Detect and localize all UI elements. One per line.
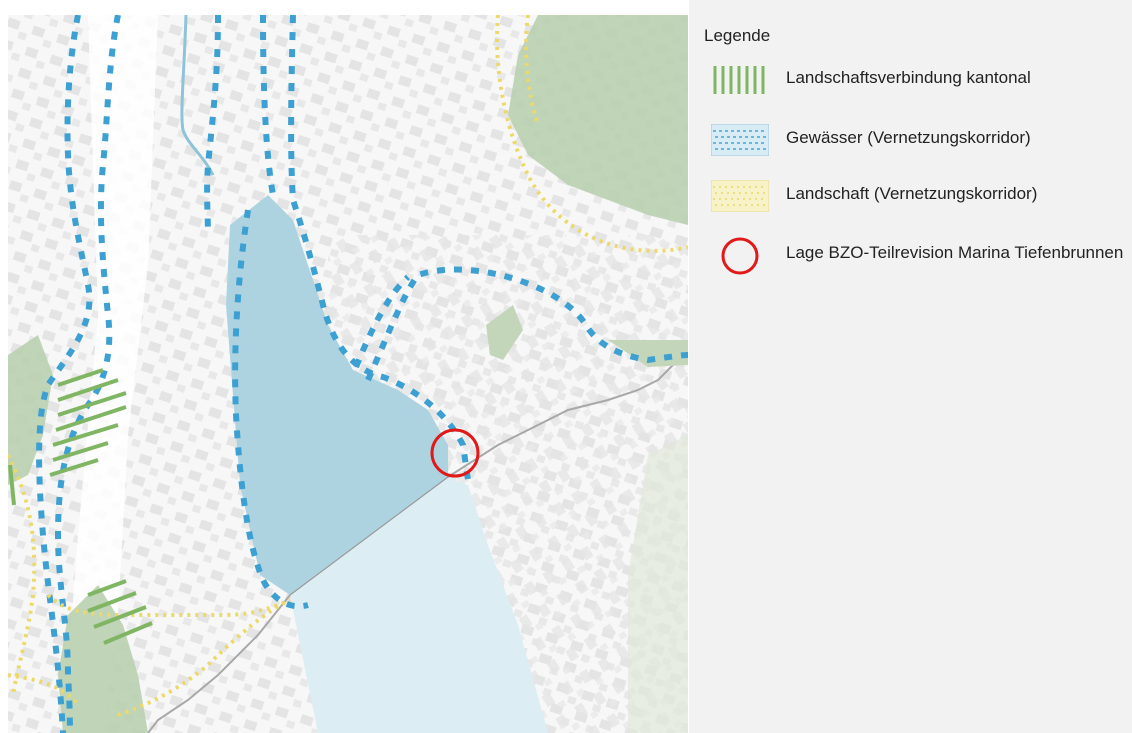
green-hatch-icon <box>713 66 765 94</box>
forest-southwest <box>58 585 148 733</box>
blue-dashed-pattern-icon <box>711 124 769 156</box>
legend-label: Landschaft (Vernetzungskorridor) <box>786 184 1038 203</box>
red-circle-icon <box>721 237 759 275</box>
map-canvas[interactable] <box>8 15 688 733</box>
forest-west <box>8 335 53 485</box>
legend-title: Legende <box>704 26 771 45</box>
valley-corridor <box>63 15 158 733</box>
location-marker-icon[interactable] <box>430 428 480 478</box>
water-corridors <box>36 15 688 733</box>
shore-line-east <box>447 354 688 478</box>
legend-label: Gewässer (Vernetzungskorridor) <box>786 128 1031 147</box>
legend-panel: Legende Landschaftsverbindung kantonal G… <box>689 0 1132 733</box>
forest-patch <box>486 305 523 360</box>
landscape-corridors <box>8 15 688 717</box>
outer-lake <box>290 477 548 733</box>
legend-label: Lage BZO-Teilrevision Marina Tiefenbrunn… <box>786 243 1124 262</box>
lake-basin <box>226 195 448 595</box>
lake-boundary-line <box>289 476 449 596</box>
forest-northeast <box>508 15 688 225</box>
forest-patch-east <box>608 340 688 367</box>
legend-label: Landschaftsverbindung kantonal <box>786 68 1031 87</box>
forest-southeast <box>628 435 688 733</box>
river <box>180 15 215 176</box>
landscape-connection-hatch <box>8 368 153 645</box>
shore-line-west <box>147 594 291 733</box>
map-svg <box>8 15 688 733</box>
yellow-dotted-pattern-icon <box>711 180 769 212</box>
